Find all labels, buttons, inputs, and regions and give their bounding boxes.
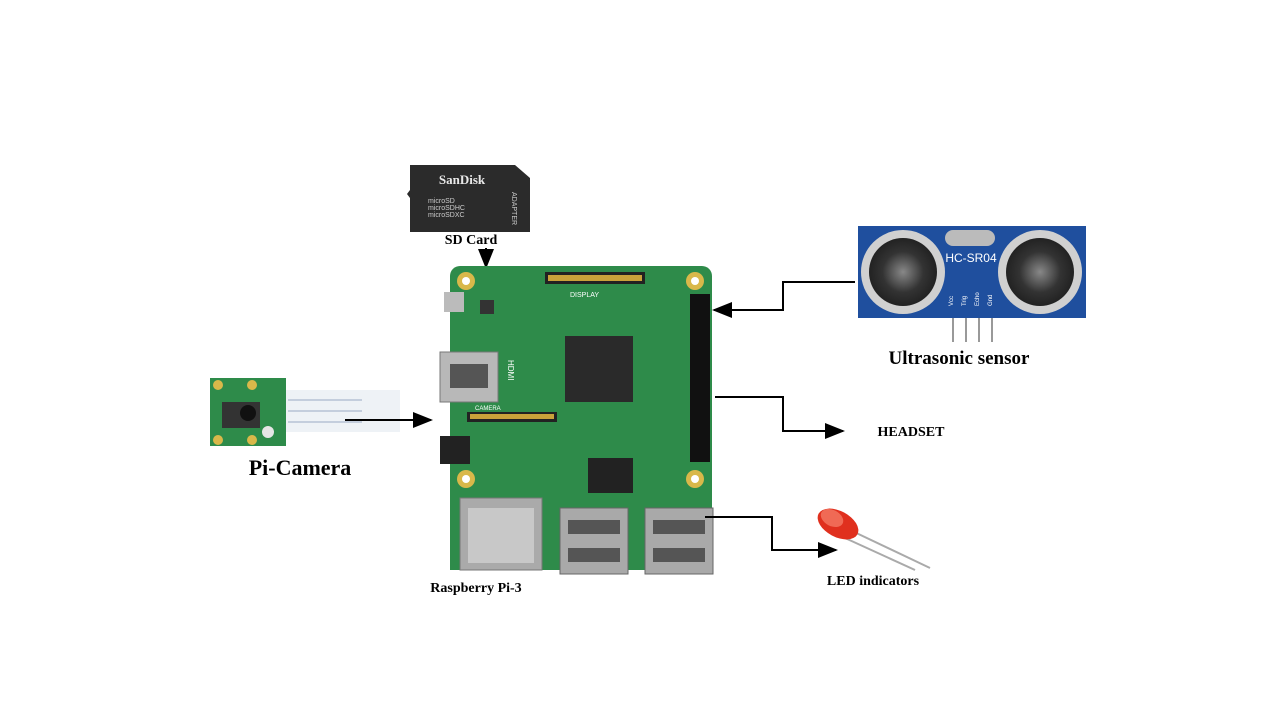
pin-echo: Echo: [975, 292, 981, 306]
sd-card-image: SanDisk microSD microSDHC microSDXC ADAP…: [407, 165, 530, 232]
led-arrow: [705, 516, 838, 558]
sensor-arrow: [712, 281, 855, 318]
sd-brand: SanDisk: [439, 172, 486, 187]
raspberry-pi-label: Raspberry Pi-3: [430, 581, 522, 596]
raspberry-pi-board: DISPLAY CAMERA HDMI: [439, 266, 714, 575]
ultrasonic-sensor-image: HC-SR04 Vcc Trig Echo Gnd: [858, 226, 1086, 342]
pi-camera-label: Pi-Camera: [248, 455, 352, 480]
display-label: DISPLAY: [570, 292, 599, 299]
pin-gnd: Gnd: [988, 295, 994, 306]
sd-line-2: microSDHC: [428, 205, 465, 212]
hdmi-label: HDMI: [506, 360, 515, 380]
led-image: [817, 508, 931, 571]
headset-label: HEADSET: [877, 425, 945, 440]
sd-line-1: microSD: [428, 198, 455, 205]
sd-card-label: SD Card: [444, 233, 498, 248]
sensor-model: HC-SR04: [945, 251, 997, 265]
pi-camera-image: [210, 378, 400, 446]
pin-trig: Trig: [962, 296, 968, 306]
sd-side: ADAPTER: [510, 192, 517, 225]
headset-arrow: [715, 396, 845, 439]
sd-line-3: microSDXC: [428, 212, 465, 219]
ultrasonic-sensor-label: Ultrasonic sensor: [888, 348, 1030, 369]
led-indicators-label: LED indicators: [826, 574, 920, 589]
gpio-header: [690, 294, 710, 462]
camera-label: CAMERA: [475, 406, 501, 412]
pin-vcc: Vcc: [949, 296, 955, 306]
